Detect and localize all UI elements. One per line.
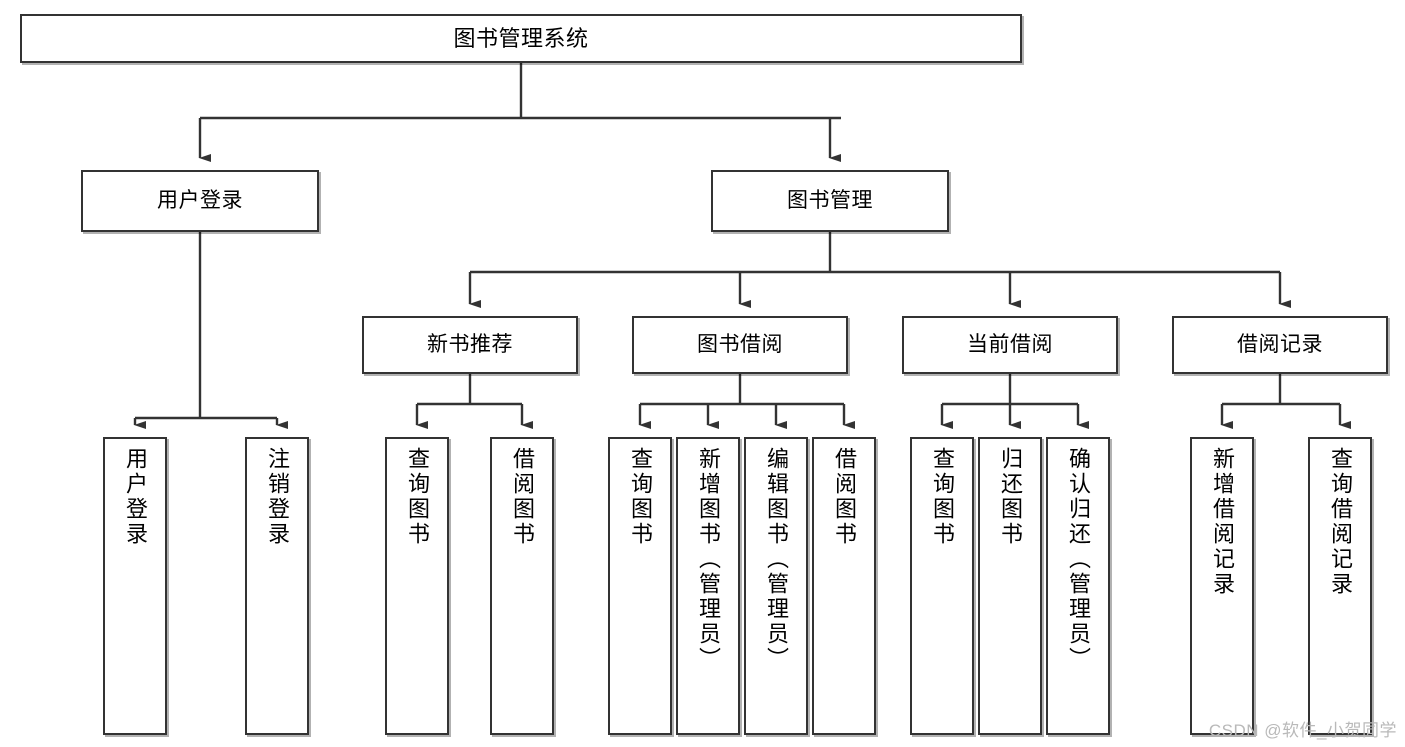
node-book-borrow[interactable]: 图书借阅 xyxy=(632,316,848,374)
node-label: 新书推荐 xyxy=(427,332,513,356)
node-label: 图书管理系统 xyxy=(453,25,589,51)
node-label: 编辑图书（管理员） xyxy=(764,447,789,672)
leaf-edit-book-admin[interactable]: 编辑图书（管理员） xyxy=(744,437,808,735)
leaf-query-book-current[interactable]: 查询图书 xyxy=(910,437,974,735)
node-label: 借阅图书 xyxy=(832,447,857,547)
node-new-book-recommend[interactable]: 新书推荐 xyxy=(362,316,578,374)
leaf-return-book[interactable]: 归还图书 xyxy=(978,437,1042,735)
leaf-confirm-return-admin[interactable]: 确认归还（管理员） xyxy=(1046,437,1110,735)
node-label: 图书借阅 xyxy=(697,332,783,356)
leaf-user-login[interactable]: 用户登录 xyxy=(103,437,167,735)
node-label: 查询图书 xyxy=(628,447,653,547)
leaf-query-book-recommend[interactable]: 查询图书 xyxy=(385,437,449,735)
node-label: 查询图书 xyxy=(930,447,955,547)
node-label: 用户登录 xyxy=(157,188,243,212)
watermark-text: CSDN @软件_小贺同学 xyxy=(1208,721,1397,740)
node-current-borrow[interactable]: 当前借阅 xyxy=(902,316,1118,374)
leaf-borrow-book[interactable]: 借阅图书 xyxy=(812,437,876,735)
node-label: 用户登录 xyxy=(123,447,148,547)
leaf-query-book-borrow[interactable]: 查询图书 xyxy=(608,437,672,735)
node-label: 新增借阅记录 xyxy=(1210,447,1235,597)
node-label: 注销登录 xyxy=(265,447,290,547)
leaf-logout[interactable]: 注销登录 xyxy=(245,437,309,735)
leaf-query-borrow-record[interactable]: 查询借阅记录 xyxy=(1308,437,1372,735)
node-label: 查询借阅记录 xyxy=(1328,447,1353,597)
node-label: 查询图书 xyxy=(405,447,430,547)
node-root-book-management-system[interactable]: 图书管理系统 xyxy=(20,14,1022,63)
leaf-add-book-admin[interactable]: 新增图书（管理员） xyxy=(676,437,740,735)
node-label: 借阅记录 xyxy=(1237,332,1323,356)
node-label: 借阅图书 xyxy=(510,447,535,547)
node-borrow-record[interactable]: 借阅记录 xyxy=(1172,316,1388,374)
node-label: 当前借阅 xyxy=(967,332,1053,356)
node-label: 确认归还（管理员） xyxy=(1066,447,1091,672)
node-label: 归还图书 xyxy=(998,447,1023,547)
node-book-management[interactable]: 图书管理 xyxy=(711,170,949,232)
leaf-borrow-book-recommend[interactable]: 借阅图书 xyxy=(490,437,554,735)
leaf-add-borrow-record[interactable]: 新增借阅记录 xyxy=(1190,437,1254,735)
node-user-login[interactable]: 用户登录 xyxy=(81,170,319,232)
node-label: 新增图书（管理员） xyxy=(696,447,721,672)
node-label: 图书管理 xyxy=(787,188,873,212)
